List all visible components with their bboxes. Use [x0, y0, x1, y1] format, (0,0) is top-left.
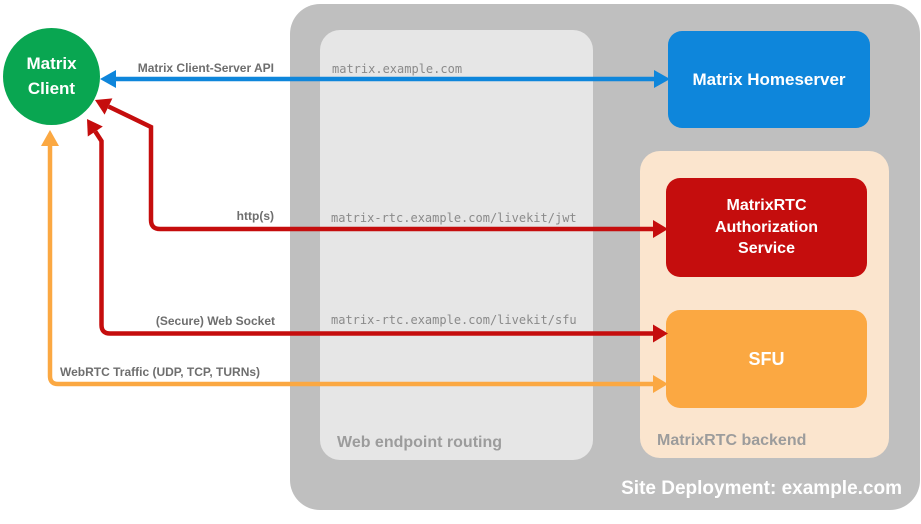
- arrowhead-to-client-icon: [100, 70, 116, 88]
- arrowhead-webrtc-to-client-icon: [41, 130, 59, 146]
- web-endpoint-routing-container: Web endpoint routing: [320, 30, 593, 460]
- https-arrow-label: http(s): [236, 209, 274, 223]
- web-endpoint-routing-label: Web endpoint routing: [337, 434, 503, 451]
- client-server-api-arrow-label: Matrix Client-Server API: [137, 61, 274, 75]
- arrowhead-websocket-to-client-icon: [87, 119, 103, 137]
- matrixrtc-authorization-service-node: MatrixRTC Authorization Service: [666, 178, 867, 277]
- webrtc-traffic-arrow-label: WebRTC Traffic (UDP, TCP, TURNs): [60, 365, 261, 379]
- matrix-client-node: Matrix Client: [3, 28, 100, 125]
- websocket-arrow-label: (Secure) Web Socket: [155, 314, 275, 328]
- arrowhead-https-to-client-icon: [95, 98, 113, 115]
- site-deployment-label: Site Deployment: example.com: [621, 478, 902, 499]
- endpoint-livekit-sfu: matrix-rtc.example.com/livekit/sfu: [331, 313, 577, 327]
- matrixrtc-backend-label: MatrixRTC backend: [657, 432, 807, 449]
- sfu-node: SFU: [666, 310, 867, 408]
- endpoint-livekit-jwt: matrix-rtc.example.com/livekit/jwt: [331, 211, 577, 225]
- matrix-homeserver-node: Matrix Homeserver: [668, 31, 870, 128]
- endpoint-matrix-example-com: matrix.example.com: [332, 62, 463, 76]
